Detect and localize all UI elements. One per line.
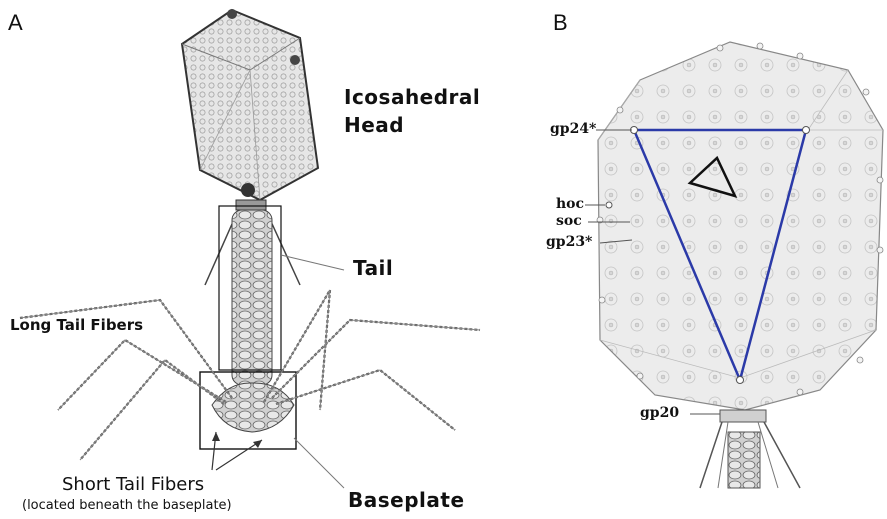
- panel-b-letter: B: [553, 10, 568, 36]
- label-gp20: gp20: [640, 405, 679, 421]
- label-short-tail-fibers: Short Tail Fibers: [62, 474, 204, 495]
- capsid-face: [598, 42, 883, 410]
- label-gp24: gp24*: [550, 121, 596, 137]
- label-head: Head: [344, 113, 404, 137]
- phage-a: [20, 9, 480, 488]
- label-soc: soc: [556, 213, 582, 229]
- tail-sheath: [232, 210, 272, 385]
- label-hoc: hoc: [556, 196, 584, 212]
- baseplate-shape: [212, 383, 294, 432]
- capsid-b: [585, 42, 883, 488]
- panel-a-letter: A: [8, 10, 23, 36]
- label-icosahedral: Icosahedral: [344, 85, 480, 109]
- label-tail: Tail: [353, 256, 393, 280]
- label-gp23: gp23*: [546, 234, 592, 250]
- label-long-tail-fibers: Long Tail Fibers: [10, 316, 143, 334]
- label-short-fibers-note: (located beneath the baseplate): [22, 498, 232, 513]
- icosahedral-head: [182, 10, 318, 200]
- label-baseplate: Baseplate: [348, 488, 465, 512]
